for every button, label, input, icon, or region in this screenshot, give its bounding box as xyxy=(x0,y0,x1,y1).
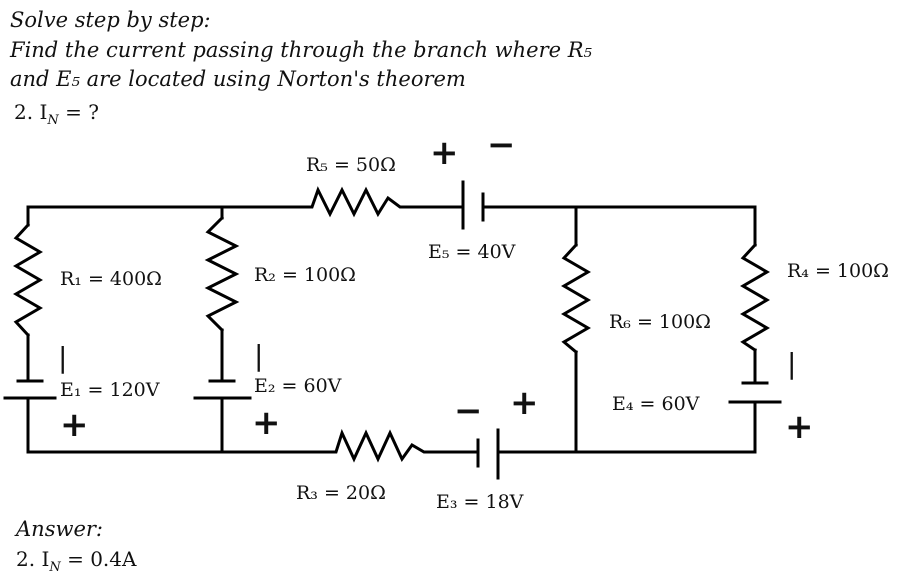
question-prefix: 2. I xyxy=(14,100,48,124)
label-e3: E₃ = 18V xyxy=(436,491,524,513)
question-subscript: N xyxy=(47,113,59,128)
answer-subscript: N xyxy=(49,560,61,575)
resistor-r3 xyxy=(326,428,480,463)
e1-plus-sign: + xyxy=(60,405,89,445)
label-r6: R₆ = 100Ω xyxy=(609,311,711,333)
label-r1: R₁ = 400Ω xyxy=(60,268,162,290)
answer-value: 2. IN = 0.4A xyxy=(16,549,136,574)
e4-bar-mark: | xyxy=(787,347,797,380)
answer-tail: = 0.4A xyxy=(60,547,137,571)
question: 2. IN = ? xyxy=(14,102,99,127)
e2-plus-sign: + xyxy=(252,403,281,443)
label-r3: R₃ = 20Ω xyxy=(296,482,386,504)
e1-bar-mark: | xyxy=(58,341,68,374)
problem-line-3: and E₅ are located using Norton's theore… xyxy=(10,67,466,91)
answer-prefix: 2. I xyxy=(16,547,50,571)
problem-line-2: Find the current passing through the bra… xyxy=(10,38,592,62)
label-r4: R₄ = 100Ω xyxy=(787,260,889,282)
label-e4: E₄ = 60V xyxy=(612,393,700,415)
label-e5: E₅ = 40V xyxy=(428,241,516,263)
label-r2: R₂ = 100Ω xyxy=(254,264,356,286)
e3-plus-sign: + xyxy=(510,383,539,423)
answer-title: Answer: xyxy=(16,517,103,541)
e5-minus-sign: − xyxy=(487,125,516,165)
e3-minus-sign: − xyxy=(454,391,483,431)
label-e1: E₁ = 120V xyxy=(60,379,160,401)
e2-bar-mark: | xyxy=(254,339,264,372)
e4-plus-sign: + xyxy=(785,407,814,447)
resistor-r1 xyxy=(13,222,43,338)
resistor-r5 xyxy=(298,186,465,218)
resistor-r4 xyxy=(740,242,770,353)
resistor-r2 xyxy=(204,215,240,333)
label-e2: E₂ = 60V xyxy=(254,375,342,397)
question-tail: = ? xyxy=(58,100,99,124)
problem-line-1: Solve step by step: xyxy=(10,8,211,32)
e5-plus-sign: + xyxy=(430,133,459,173)
label-r5: R₅ = 50Ω xyxy=(306,154,396,176)
resistor-r6 xyxy=(561,242,591,355)
